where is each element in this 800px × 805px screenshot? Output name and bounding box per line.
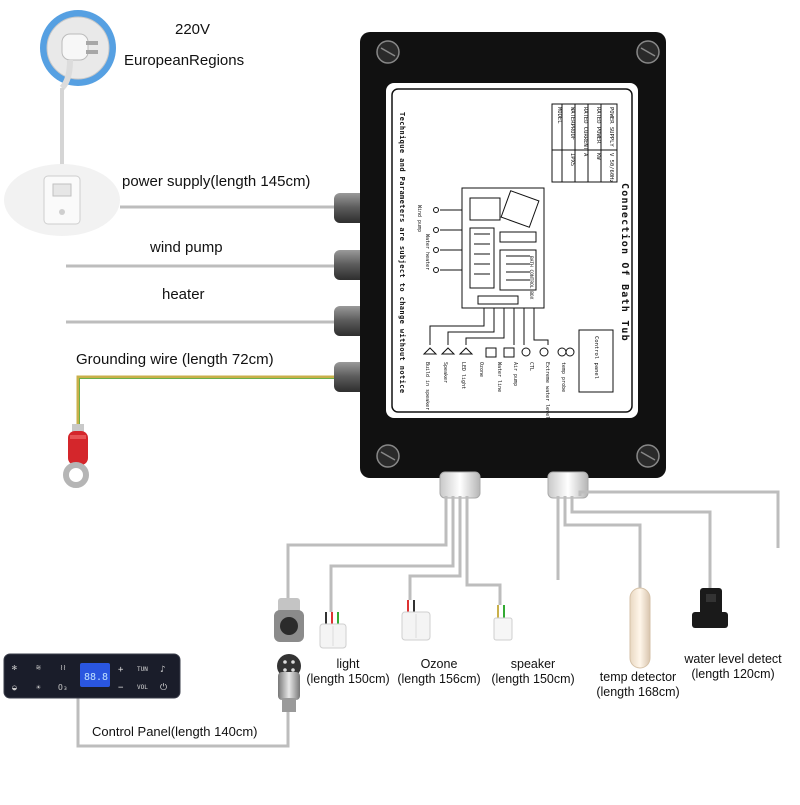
vol-button[interactable]: VOL xyxy=(137,684,148,691)
spec-rows: POWER SUPPLY RATED POWER RATED CURRENT W… xyxy=(556,107,614,183)
spec-row-label: MODEL xyxy=(556,107,562,124)
light-icon[interactable]: ☀ xyxy=(36,683,41,692)
ring-terminal xyxy=(68,431,88,465)
ozone-icon[interactable]: O₃ xyxy=(58,683,68,692)
heat-icon[interactable]: ≀≀ xyxy=(60,663,66,672)
spec-row-label: RATED POWER xyxy=(595,107,601,144)
spec-row-value: IPX5 xyxy=(569,153,575,166)
plug-group xyxy=(4,10,340,236)
terminal-label: Speaker xyxy=(442,362,448,383)
temp-length: (length 168cm) xyxy=(596,685,680,699)
cable-glands-bottom xyxy=(439,471,589,499)
plus-button[interactable]: + xyxy=(118,665,124,675)
temp-probe xyxy=(629,587,651,669)
board-label: BATH CONTROL BOX xyxy=(528,256,534,300)
spec-row-value: A xyxy=(582,153,588,157)
grounding-wire-label: Grounding wire (length 72cm) xyxy=(76,351,274,368)
schuko-plug-icon xyxy=(61,33,89,61)
temp-detector-label: temp detector (length 168cm) xyxy=(588,670,688,700)
terminal-label: Build in speaker xyxy=(424,362,430,410)
bottom-terminal-labels: Build in speaker Speaker LED light Ozone… xyxy=(424,362,566,419)
terminal-label: Water line xyxy=(496,362,502,392)
control-box: POWER SUPPLY RATED POWER RATED CURRENT W… xyxy=(334,32,666,499)
light-length: (length 150cm) xyxy=(306,672,390,686)
spec-row-label: WATERPROOF xyxy=(569,107,575,140)
ozone-connector xyxy=(401,600,431,641)
pump-icon[interactable]: ◒ xyxy=(12,683,17,692)
terminal-label: Ozone xyxy=(478,362,484,377)
terminal-label: LED light xyxy=(460,362,466,389)
water-level-label: water level detect (length 120cm) xyxy=(676,652,790,682)
speaker-length: (length 150cm) xyxy=(491,672,575,686)
terminal-label: temp probe xyxy=(560,362,566,392)
grounding-wire xyxy=(63,375,340,488)
spec-row-label: POWER SUPPLY xyxy=(608,107,614,147)
din-connector xyxy=(274,598,304,712)
box-notice: Technique and Parameters are subject to … xyxy=(398,112,406,393)
box-title: Connection Of Bath Tub xyxy=(619,183,631,342)
control-panel: ✻ ≋ ≀≀ ◒ ☀ O₃ 88.8 + − TUN VOL ♪ ⏻ xyxy=(3,653,181,699)
circuit-board xyxy=(429,187,614,393)
light-label: light (length 150cm) xyxy=(306,657,390,687)
cable-glands-left xyxy=(334,193,368,392)
terminal-label: CTL xyxy=(528,362,534,371)
terminal-icons xyxy=(422,347,575,358)
minus-button[interactable]: − xyxy=(118,683,124,693)
fan-icon[interactable]: ✻ xyxy=(12,663,17,672)
temp-name: temp detector xyxy=(599,670,677,684)
terminal-label: Wind pump xyxy=(416,205,422,232)
bubble-icon[interactable]: ≋ xyxy=(36,663,41,672)
heater-label: heater xyxy=(162,286,205,303)
water-length: (length 120cm) xyxy=(691,667,775,681)
ozone-length: (length 156cm) xyxy=(397,672,481,686)
ozone-name: Ozone xyxy=(420,657,458,671)
power-icon[interactable]: ⏻ xyxy=(160,682,167,693)
spec-table xyxy=(551,103,618,183)
light-connector xyxy=(319,600,347,649)
wind-pump-label: wind pump xyxy=(150,239,223,256)
power-supply-label: power supply(length 145cm) xyxy=(122,173,311,190)
speaker-name: speaker xyxy=(510,657,556,671)
music-icon[interactable]: ♪ xyxy=(160,665,165,675)
control-panel-label: Control Panel(length 140cm) xyxy=(92,724,258,739)
bottom-cables xyxy=(76,490,780,748)
speaker-connector xyxy=(493,605,513,641)
terminal-label: Extreme water level xyxy=(544,362,550,419)
panel-display-value: 88.8 xyxy=(84,672,108,683)
water-level-sensor xyxy=(692,588,728,628)
terminal-label: Water heater xyxy=(424,234,430,270)
spec-row-value: V 50/60Hz xyxy=(608,153,614,183)
ozone-label: Ozone (length 156cm) xyxy=(393,657,485,687)
speaker-label: speaker (length 150cm) xyxy=(488,657,578,687)
terminal-label: Air pump xyxy=(512,362,518,386)
panel-display xyxy=(80,663,110,687)
screw-icon xyxy=(376,40,660,468)
water-name: water level detect xyxy=(684,652,782,666)
spec-row-label: RATED CURRENT xyxy=(582,107,588,151)
voltage-label: 220V xyxy=(175,21,211,38)
tun-button[interactable]: TUN xyxy=(137,666,148,673)
control-panel-tag: Control panel xyxy=(593,336,599,379)
light-name: light xyxy=(336,657,360,671)
spec-row-value: KW xyxy=(595,153,601,160)
region-label: EuropeanRegions xyxy=(124,52,245,69)
